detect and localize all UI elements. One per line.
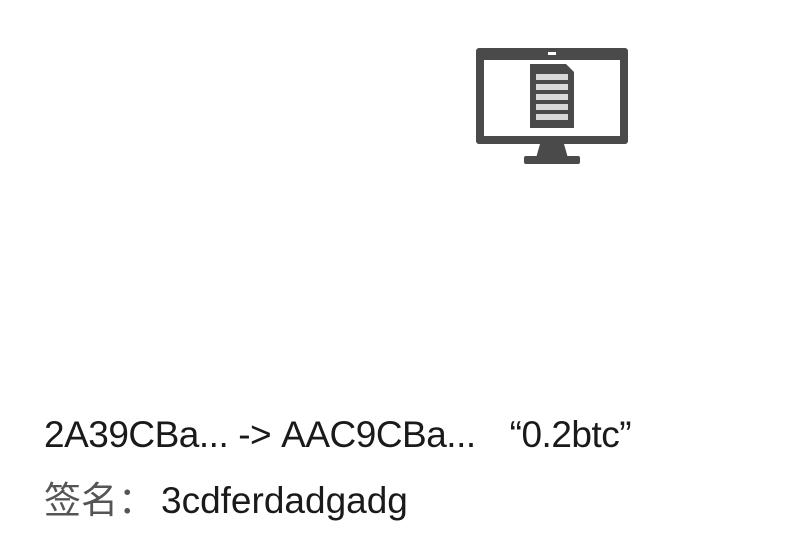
signature-line: 签名：3cdferdadgadg	[44, 470, 408, 524]
to-address: AAC9CBa...	[281, 414, 476, 455]
amount-value: “0.2btc”	[509, 414, 632, 455]
monitor-stand	[536, 144, 568, 158]
transaction-line: 2A39CBa...->AAC9CBa... “0.2btc”	[44, 414, 632, 456]
computer-monitor-document-icon	[476, 48, 628, 164]
screen-top-bar	[484, 56, 620, 60]
signature-label: 签名：	[44, 480, 155, 521]
signature-value: 3cdferdadgadg	[161, 480, 408, 521]
camera-dot	[548, 52, 556, 55]
document-icon	[530, 64, 574, 128]
arrow-symbol: ->	[238, 414, 272, 455]
monitor-base	[524, 156, 580, 164]
from-address: 2A39CBa...	[44, 414, 229, 455]
